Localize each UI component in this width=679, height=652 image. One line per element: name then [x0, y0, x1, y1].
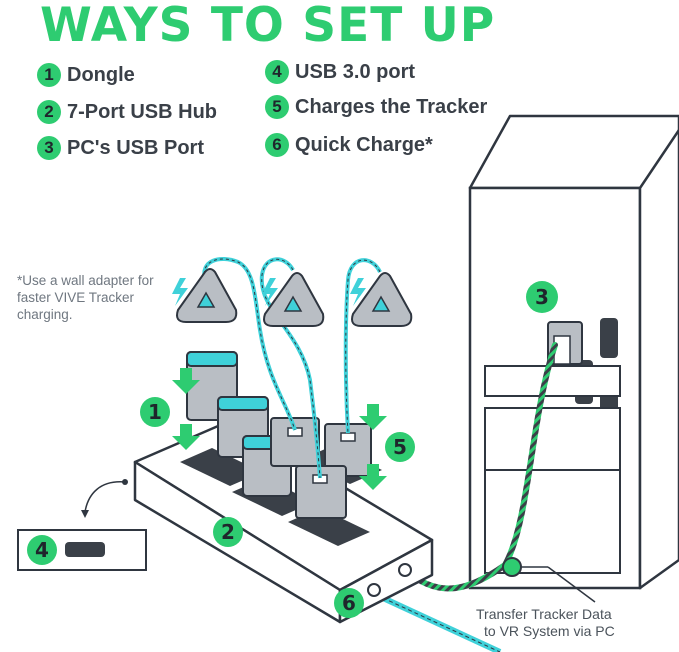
- lightning-icon: [172, 278, 188, 306]
- legend-label: PC's USB Port: [67, 136, 205, 159]
- lightning-icon: [350, 278, 366, 306]
- cable-junction-dot: [502, 557, 522, 577]
- legend-item-charges-tracker: 5 Charges the Tracker: [265, 95, 487, 119]
- vive-tracker: [351, 272, 413, 327]
- svg-text:1: 1: [148, 400, 162, 424]
- marker-5: 5: [385, 432, 415, 462]
- vive-tracker: [263, 272, 325, 327]
- legend-item-usb3-port: 4 USB 3.0 port: [265, 60, 415, 84]
- page-title: WAYS TO SET UP: [40, 0, 496, 53]
- svg-text:5: 5: [393, 435, 407, 459]
- marker-3: 3: [526, 281, 558, 313]
- caption-line-2: to VR System via PC: [484, 623, 615, 639]
- marker-4: 4: [27, 535, 57, 565]
- number-badge: 4: [265, 60, 289, 84]
- charging-plug: [270, 417, 320, 467]
- svg-text:6: 6: [342, 591, 356, 615]
- legend-label: Quick Charge*: [295, 133, 433, 156]
- legend-label: USB 3.0 port: [295, 60, 416, 83]
- arrow-down-icon: [172, 368, 387, 490]
- lightning-icon: [262, 278, 278, 306]
- number-badge: 6: [265, 133, 289, 157]
- wall-adapter-note: *Use a wall adapter for faster VIVE Trac…: [17, 273, 154, 322]
- legend-label: Charges the Tracker: [295, 95, 488, 118]
- legend-item-pc-usb-port: 3 PC's USB Port: [37, 136, 204, 160]
- number-badge: 5: [265, 95, 289, 119]
- transfer-caption: Transfer Tracker Data to VR System via P…: [476, 606, 615, 640]
- svg-text:3: 3: [535, 285, 549, 309]
- marker-1: 1: [140, 397, 170, 427]
- legend-item-quick-charge: 6 Quick Charge*: [265, 133, 433, 157]
- number-badge: 1: [37, 63, 61, 87]
- usb3-port-shape: [65, 542, 105, 557]
- number-badge: 2: [37, 100, 61, 124]
- number-badge: 3: [37, 136, 61, 160]
- legend-label: 7-Port USB Hub: [67, 100, 217, 123]
- caption-line-1: Transfer Tracker Data: [476, 606, 612, 622]
- marker-2: 2: [213, 517, 243, 547]
- vive-tracker: [176, 268, 238, 323]
- pc-tower: [468, 114, 679, 590]
- vent-slot: [600, 318, 618, 358]
- legend-item-dongle: 1 Dongle: [37, 63, 135, 87]
- svg-text:4: 4: [35, 538, 49, 562]
- legend-item-usb-hub: 2 7-Port USB Hub: [37, 100, 217, 124]
- legend-label: Dongle: [67, 63, 135, 86]
- marker-6: 6: [334, 588, 364, 618]
- svg-text:2: 2: [221, 520, 235, 544]
